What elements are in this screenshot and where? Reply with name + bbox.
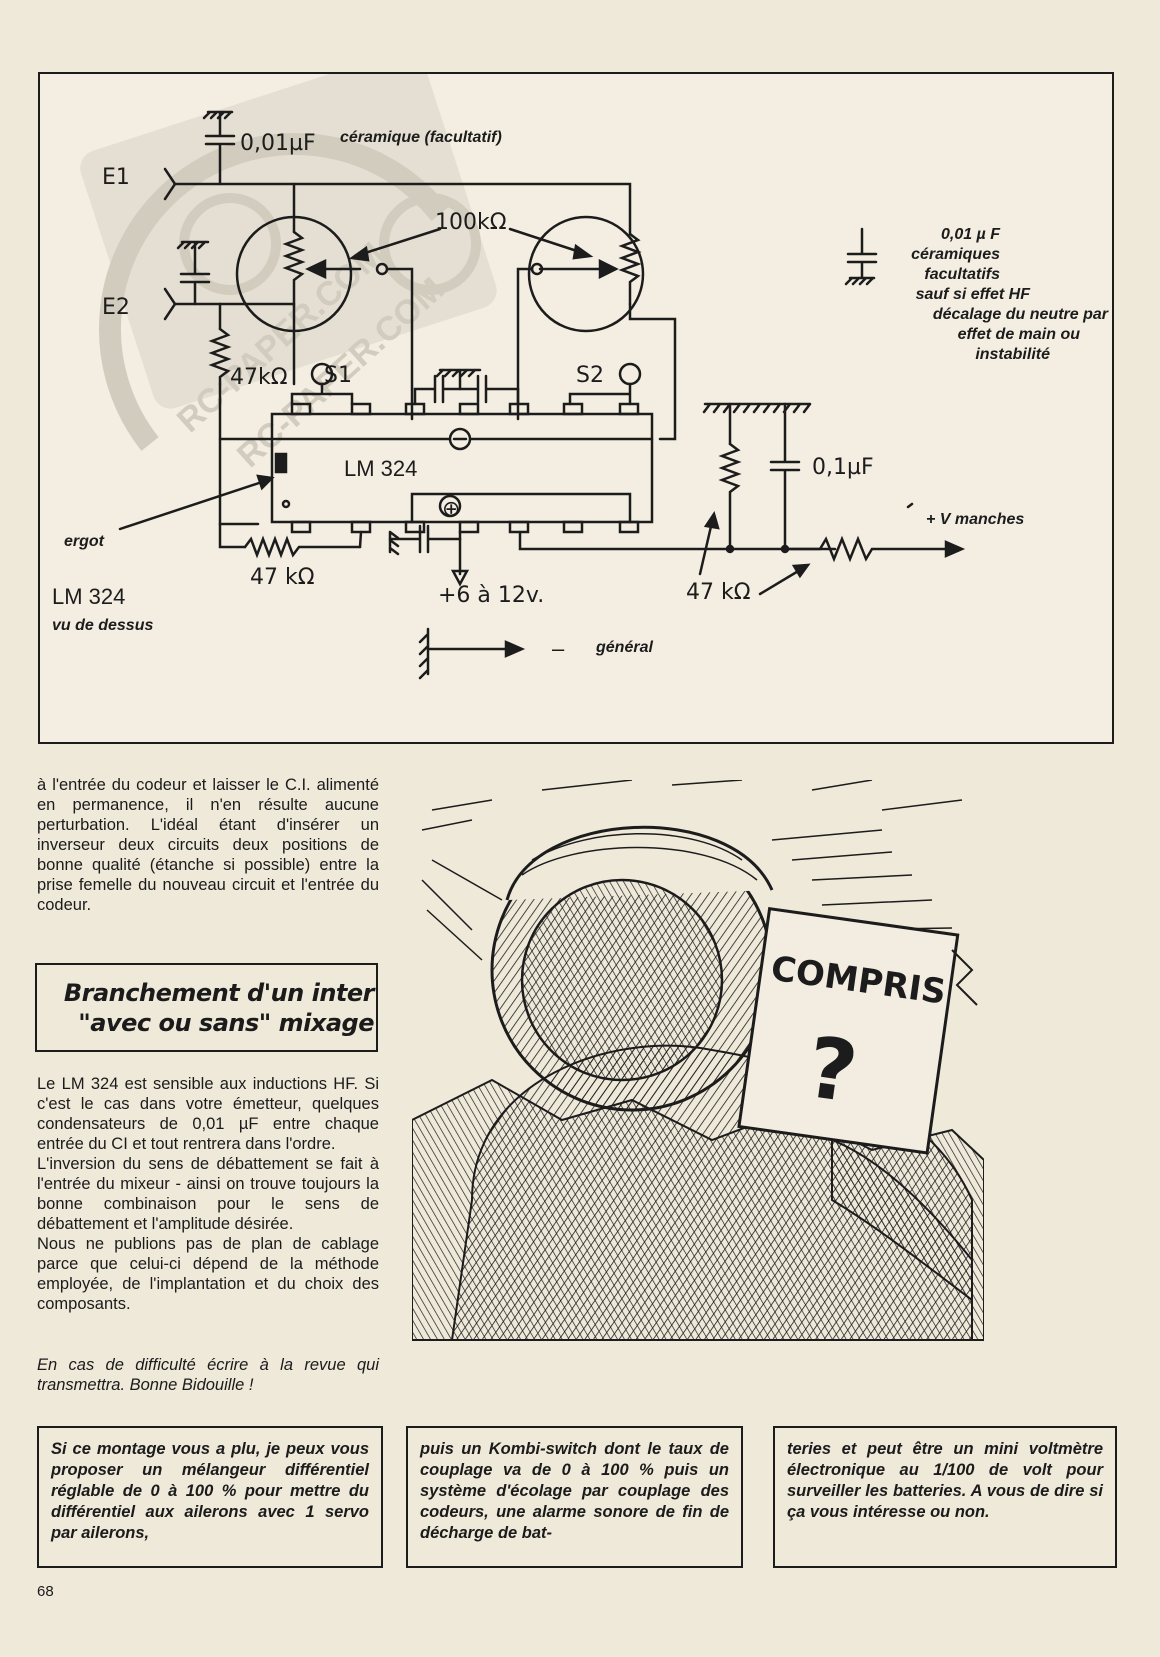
- label-s1: S1: [324, 363, 352, 388]
- right-pot-resistor: [618, 232, 642, 306]
- left-pot-resistor: [282, 230, 306, 308]
- label-pot: 100kΩ: [435, 210, 507, 235]
- body-text: Le LM 324 est sensible aux inductions HF…: [37, 1074, 379, 1314]
- label-cap-right: 0,1µF: [812, 455, 874, 480]
- label-ergot: ergot: [64, 533, 105, 550]
- side-note-line: effet de main ou: [958, 326, 1081, 343]
- label-plus: ⊕: [442, 496, 460, 521]
- intro-paragraph: à l'entrée du codeur et laisser le C.I. …: [37, 776, 379, 914]
- side-note-line: instabilité: [975, 346, 1050, 363]
- label-general-dash: –: [552, 636, 565, 661]
- cartoon-illustration: COMPRIS ?: [411, 779, 985, 1380]
- section-heading-line1: Branchement d'un inter: [63, 979, 375, 1007]
- section-heading-box: Branchement d'un inter "avec ou sans" mi…: [35, 963, 378, 1052]
- cartoon-drawing: COMPRIS ?: [411, 779, 985, 1341]
- side-note-line: sauf si effet HF: [916, 286, 1032, 303]
- side-note-line: décalage du neutre par: [933, 306, 1109, 323]
- right-pot-circle: [527, 215, 645, 333]
- label-r-bottom-left: 47 kΩ: [250, 565, 315, 590]
- label-cap-top: 0,01µF: [240, 131, 316, 156]
- body-paragraph: Nous ne publions pas de plan de cablage …: [37, 1235, 379, 1313]
- body-paragraph: Le LM 324 est sensible aux inductions HF…: [37, 1075, 379, 1153]
- label-v-manches: + V manches: [926, 511, 1024, 528]
- label-s2: S2: [576, 363, 604, 388]
- label-general: général: [595, 639, 653, 656]
- bottom-box-3: teries et peut être un mini voltmètre él…: [773, 1426, 1117, 1568]
- section-heading-line2: "avec ou sans" mixage: [78, 1009, 374, 1037]
- label-chip-caption: LM 324: [52, 584, 125, 609]
- label-chip: LM 324: [344, 456, 417, 481]
- page-number: 68: [37, 1583, 54, 1600]
- schematic-figure: RC-PAPER.COM RC-PAPER.COM: [38, 72, 1114, 744]
- schematic-drawing: RC-PAPER.COM RC-PAPER.COM: [52, 74, 1109, 680]
- bottom-box-1: Si ce montage vous a plu, je peux vous p…: [37, 1426, 383, 1568]
- label-r-bottom-right: 47 kΩ: [686, 580, 751, 605]
- closing-paragraph: En cas de difficulté écrire à la revue q…: [37, 1356, 379, 1394]
- side-note-line: facultatifs: [924, 266, 1000, 283]
- bottom-box-2: puis un Kombi-switch dont le taux de cou…: [406, 1426, 743, 1568]
- body-paragraph: L'inversion du sens de débattement se fa…: [37, 1155, 379, 1233]
- label-cap-top-note: céramique (facultatif): [340, 129, 502, 146]
- label-e1: E1: [102, 165, 130, 190]
- label-e2: E2: [102, 295, 130, 320]
- label-supply: +6 à 12v.: [438, 583, 544, 608]
- label-r-e2: 47kΩ: [230, 365, 288, 390]
- side-note-line: 0,01 µ F: [941, 226, 1001, 243]
- r-e2-resistor: [208, 327, 232, 386]
- label-chip-caption-sub: vu de dessus: [52, 617, 153, 634]
- side-note-line: céramiques: [911, 246, 1000, 263]
